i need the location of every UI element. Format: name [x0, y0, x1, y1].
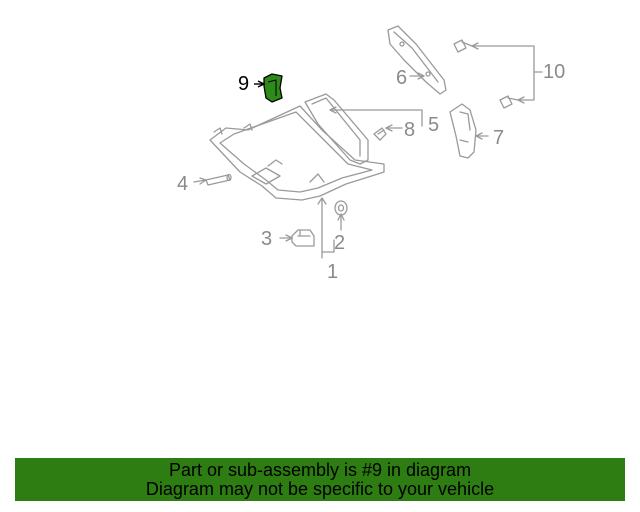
callout-9: 9 — [238, 73, 250, 95]
part-2-clip[interactable] — [334, 200, 348, 216]
part-9-highlighted[interactable] — [254, 73, 283, 103]
info-banner: Part or sub-assembly is #9 in diagram Di… — [15, 458, 625, 501]
callout-1: 1 — [327, 261, 339, 283]
banner-line-1: Part or sub-assembly is #9 in diagram — [168, 460, 472, 480]
part-6-pillar-trim[interactable] — [387, 25, 447, 95]
part-10-screw-bottom[interactable] — [499, 95, 519, 109]
part-7-lower-trim[interactable] — [449, 103, 477, 159]
callout-2: 2 — [334, 232, 346, 254]
leader-lines — [193, 42, 543, 259]
part-1-quarter-trim-panel[interactable] — [209, 105, 385, 201]
part-10-screw-top[interactable] — [453, 39, 473, 53]
callout-3: 3 — [261, 228, 273, 250]
part-4-cylinder[interactable] — [205, 173, 232, 186]
callout-8: 8 — [404, 119, 416, 141]
callout-6: 6 — [396, 67, 408, 89]
callout-10: 10 — [543, 61, 566, 83]
part-3-bracket[interactable] — [291, 229, 315, 247]
callout-4: 4 — [177, 173, 189, 195]
banner-line-2: Diagram may not be specific to your vehi… — [145, 479, 495, 499]
callout-5: 5 — [428, 114, 440, 136]
part-5-pillar-garnish[interactable] — [304, 93, 369, 165]
callout-7: 7 — [493, 127, 505, 149]
part-8-clip[interactable] — [373, 127, 387, 141]
